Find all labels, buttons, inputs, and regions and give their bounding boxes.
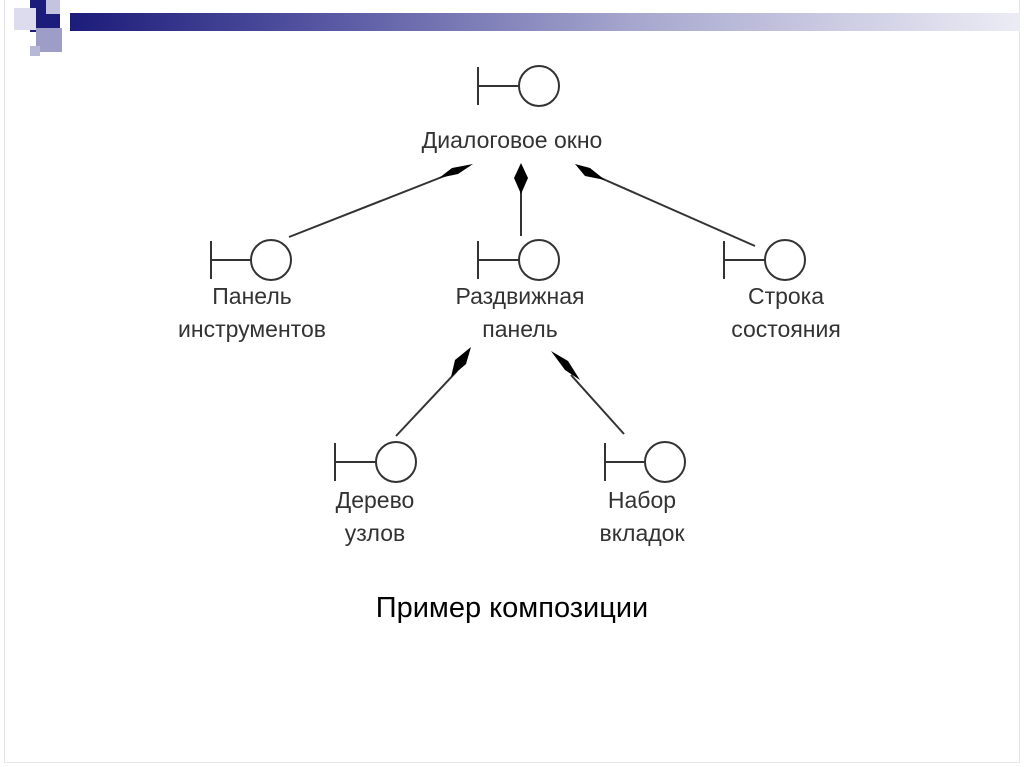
boundary-icon xyxy=(334,441,417,483)
node-label-sliding-line1: Раздвижная xyxy=(456,283,585,309)
boundary-icon xyxy=(604,441,686,483)
header-square-light-1 xyxy=(14,8,36,30)
node-label-toolbar-line2: инструментов xyxy=(178,316,326,342)
slide-frame xyxy=(4,0,1020,763)
edge-sliding-tabs xyxy=(570,374,625,435)
boundary-icon xyxy=(477,65,560,107)
node-label-tabs-line2: вкладок xyxy=(599,520,685,546)
node-label-sliding-line2: панель xyxy=(482,316,557,342)
diamond-dialog-sliding xyxy=(514,163,528,194)
boundary-icon xyxy=(477,239,560,281)
boundary-icon xyxy=(210,239,292,281)
diamond-dialog-toolbar xyxy=(439,164,473,178)
node-label-dialog: Диалоговое окно xyxy=(422,127,603,153)
edge-dialog-status xyxy=(593,174,756,247)
node-label-tree-line1: Дерево xyxy=(336,487,415,513)
header-gradient-bar xyxy=(70,13,1020,31)
node-label-status-line1: Строка xyxy=(748,283,824,309)
diamond-sliding-tabs xyxy=(551,351,580,380)
diamond-dialog-status xyxy=(575,164,605,180)
header-square-light-2 xyxy=(46,0,60,14)
edge-dialog-toolbar xyxy=(288,174,448,238)
node-label-tree-line2: узлов xyxy=(345,520,405,546)
edge-sliding-tree xyxy=(395,370,458,437)
node-labels: Диалоговое окно Панель инструментов Разд… xyxy=(178,127,841,546)
header-square-small xyxy=(30,46,40,56)
slide-caption: Пример композиции xyxy=(375,592,649,624)
diamond-sliding-tree xyxy=(451,347,471,377)
node-label-tabs-line1: Набор xyxy=(608,487,676,513)
connectors xyxy=(288,174,756,437)
composition-diamonds xyxy=(439,163,605,380)
boundary-icons xyxy=(210,65,806,483)
node-label-toolbar-line1: Панель xyxy=(212,283,291,309)
node-label-status-line2: состояния xyxy=(731,316,841,342)
boundary-icon xyxy=(723,239,806,281)
header-square-mid xyxy=(36,28,62,52)
